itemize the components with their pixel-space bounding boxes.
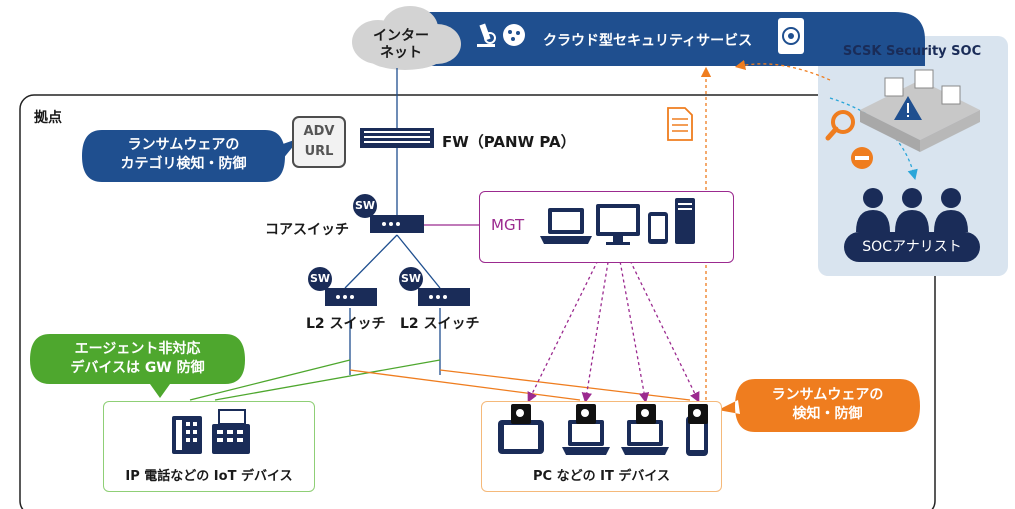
firewall-device — [360, 128, 434, 148]
l2-switch-left — [308, 267, 377, 306]
bubble-ransomware-category-shape — [82, 130, 300, 182]
bubble-ransomware-category-line1: ランサムウェアの — [127, 137, 240, 153]
adv-url-badge: ADV URL — [292, 116, 346, 168]
soc-title: SCSK Security SOC — [842, 44, 982, 59]
internet-label: インター ネット — [357, 28, 445, 62]
site-frame — [19, 94, 936, 509]
core-switch — [353, 194, 424, 233]
bubble-agent-unsupported-shape — [30, 334, 245, 398]
adv-label: ADV — [303, 124, 335, 139]
bubble-agent-unsupported-line1: エージェント非対応 — [74, 341, 201, 357]
l2-switch-right — [399, 267, 470, 306]
firewall-label: FW（PANW PA） — [442, 133, 576, 151]
cloud-service-title: クラウド型セキュリティサービス — [543, 33, 753, 49]
core-switch-label: コアスイッチ — [265, 222, 349, 238]
iot-label: IP 電話などの IoT デバイス — [125, 469, 293, 484]
warning-icon — [894, 96, 922, 120]
bubble-agent-unsupported: エージェント非対応 デバイスは GW 防御 — [30, 340, 245, 378]
block-icon — [851, 147, 873, 169]
bubble-ransomware-detect-shape — [718, 379, 920, 432]
l2-right-sw-badge: SW — [401, 272, 422, 285]
site-title: 拠点 — [34, 110, 62, 126]
bubble-ransomware-detect-line1: ランサムウェアの — [771, 387, 884, 403]
iot-device-box — [103, 401, 315, 492]
magnifier-icon — [825, 110, 855, 141]
internet-cloud — [352, 6, 461, 70]
soc-analyst-badge: SOCアナリスト — [844, 232, 980, 262]
bubble-ransomware-category-line2: カテゴリ検知・防御 — [120, 156, 247, 172]
core-sw-badge: SW — [355, 199, 376, 212]
soc-cube-stack-icon — [860, 69, 980, 152]
bubble-ransomware-detect-line2: 検知・防御 — [792, 406, 863, 422]
internet-label-line2: ネット — [380, 45, 422, 61]
l2-right-switch-label: L2 スイッチ — [400, 316, 480, 332]
brain-network-icon — [503, 24, 525, 46]
mgt-label: MGT — [491, 216, 525, 234]
microscope-icon — [477, 23, 496, 47]
bubble-agent-unsupported-line2: デバイスは GW 防御 — [70, 360, 205, 376]
it-label: PC などの IT デバイス — [533, 469, 670, 484]
internet-label-line1: インター — [373, 28, 429, 44]
url-label: URL — [304, 144, 334, 159]
bubble-ransomware-detect: ランサムウェアの 検知・防御 — [735, 386, 920, 424]
tablet-target-icon — [778, 18, 804, 54]
l2-left-switch-label: L2 スイッチ — [306, 316, 386, 332]
bubble-ransomware-category: ランサムウェアの カテゴリ検知・防御 — [82, 136, 285, 174]
l2-left-sw-badge: SW — [310, 272, 331, 285]
document-icon — [667, 107, 693, 141]
analyst-person-icon — [856, 188, 968, 232]
